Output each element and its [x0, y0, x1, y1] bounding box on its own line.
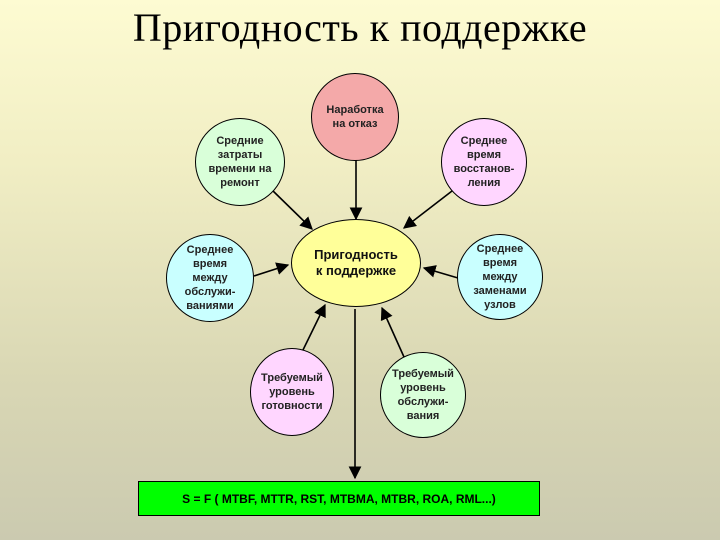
formula-box: S = F ( MTBF, MTTR, RST, MTBMA, MTBR, RO… — [138, 481, 540, 516]
arrow-mtbr — [422, 265, 459, 279]
node-mtbr: Среднее время между заменами узлов — [457, 234, 543, 320]
node-rml: Требуемый уровень обслужи- вания — [380, 352, 466, 438]
diagram-title: Пригодность к поддержке — [132, 5, 588, 50]
formula-text: S = F ( MTBF, MTTR, RST, MTBMA, MTBR, RO… — [182, 491, 496, 506]
arrow-rst — [402, 190, 453, 229]
arrow-roa — [301, 303, 326, 353]
node-mttr: Средние затраты времени на ремонт — [195, 118, 285, 206]
node-mtbr-label: Среднее время между заменами узлов — [473, 243, 527, 311]
node-roa-label: Требуемый уровень готовности — [261, 372, 323, 412]
arrow-mtbma — [253, 262, 290, 277]
node-rst: Среднее время восстанов- ления — [441, 118, 527, 206]
arrow-rml — [380, 306, 405, 358]
center-node: Пригодность к поддержке — [291, 219, 421, 307]
node-roa: Требуемый уровень готовности — [250, 348, 334, 436]
node-mttr-label: Средние затраты времени на ремонт — [208, 135, 272, 189]
node-mtbf-label: Наработка на отказ — [326, 104, 384, 130]
node-rml-label: Требуемый уровень обслужи- вания — [392, 368, 454, 422]
node-mtbma-label: Среднее время между обслужи- ваниями — [184, 244, 236, 312]
node-rst-label: Среднее время восстанов- ления — [453, 135, 515, 189]
arrow-mttr — [270, 188, 313, 230]
node-mtbma: Среднее время между обслужи- ваниями — [166, 234, 254, 322]
node-mtbf: Наработка на отказ — [311, 73, 399, 161]
center-node-label: Пригодность к поддержке — [314, 247, 398, 278]
